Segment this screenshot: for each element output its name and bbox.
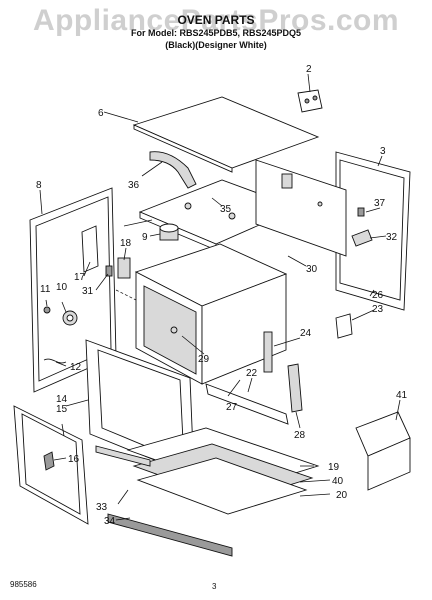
part-switch-18 <box>117 257 131 279</box>
part-rear-panel <box>335 151 411 311</box>
callout-11: 11 <box>40 284 51 295</box>
part-clip-23 <box>335 313 353 339</box>
callout-28: 28 <box>294 430 306 441</box>
callout-16: 16 <box>68 454 80 465</box>
callout-3: 3 <box>380 146 386 157</box>
callout-41: 41 <box>396 390 408 401</box>
leader-lines <box>39 73 401 521</box>
part-bracket-2 <box>297 89 323 113</box>
part-lamp-socket <box>43 306 51 314</box>
callout-22: 22 <box>246 368 258 379</box>
callout-14: 14 <box>56 394 68 405</box>
color-line: (Black)(Designer White) <box>165 40 267 50</box>
callout-18: 18 <box>120 238 132 249</box>
part-bracket-17 <box>81 225 99 273</box>
part-door-latch-16 <box>43 451 55 471</box>
callout-33: 33 <box>96 502 108 513</box>
callout-37: 37 <box>374 198 386 209</box>
callout-27: 27 <box>226 402 238 413</box>
part-trim-34 <box>107 513 233 557</box>
part-bracket-41 <box>355 411 411 491</box>
callout-17: 17 <box>74 272 86 283</box>
callout-32: 32 <box>386 232 398 243</box>
callout-2: 2 <box>306 64 312 75</box>
callout-6: 6 <box>98 108 104 119</box>
callout-34: 34 <box>104 516 116 527</box>
page-number: 3 <box>212 582 217 591</box>
part-bottom-panel-20 <box>136 457 308 515</box>
callout-24: 24 <box>300 328 312 339</box>
part-lamp-assembly <box>62 310 78 326</box>
callout-29: 29 <box>198 354 210 365</box>
watermark: AppliancePartsPros.com <box>32 4 400 37</box>
part-cord <box>43 358 67 364</box>
callout-31: 31 <box>82 286 94 297</box>
callout-36: 36 <box>128 180 140 191</box>
part-hinge-28 <box>287 363 303 413</box>
part-top-panel <box>132 96 320 173</box>
part-sensor <box>159 223 179 241</box>
part-duct <box>149 151 197 189</box>
callout-15: 15 <box>56 404 68 415</box>
callout-8: 8 <box>36 180 42 191</box>
callout-30: 30 <box>306 264 318 275</box>
callouts: 6 2 3 8 36 35 9 18 17 31 37 32 30 26 23 … <box>36 64 408 527</box>
part-hinge-24 <box>263 331 273 373</box>
part-oven-cavity <box>134 243 288 385</box>
part-bracket-37 <box>357 207 365 217</box>
page-title: OVEN PARTS <box>177 13 255 27</box>
callout-12: 12 <box>70 362 82 373</box>
part-trim-33 <box>95 445 151 467</box>
callout-35: 35 <box>220 204 232 215</box>
callout-40: 40 <box>332 476 344 487</box>
callout-9: 9 <box>142 232 148 243</box>
part-rear-wall <box>255 159 347 257</box>
part-bracket-32 <box>351 229 373 247</box>
callout-23: 23 <box>372 304 384 315</box>
part-clip-31 <box>105 265 113 277</box>
document-number: 985586 <box>10 580 37 589</box>
callout-26: 26 <box>372 290 384 301</box>
callout-10: 10 <box>56 282 68 293</box>
callout-20: 20 <box>336 490 348 501</box>
model-line: For Model: RBS245PDB5, RBS245PDQ5 <box>130 28 302 38</box>
part-rail <box>205 383 289 425</box>
callout-19: 19 <box>328 462 340 473</box>
